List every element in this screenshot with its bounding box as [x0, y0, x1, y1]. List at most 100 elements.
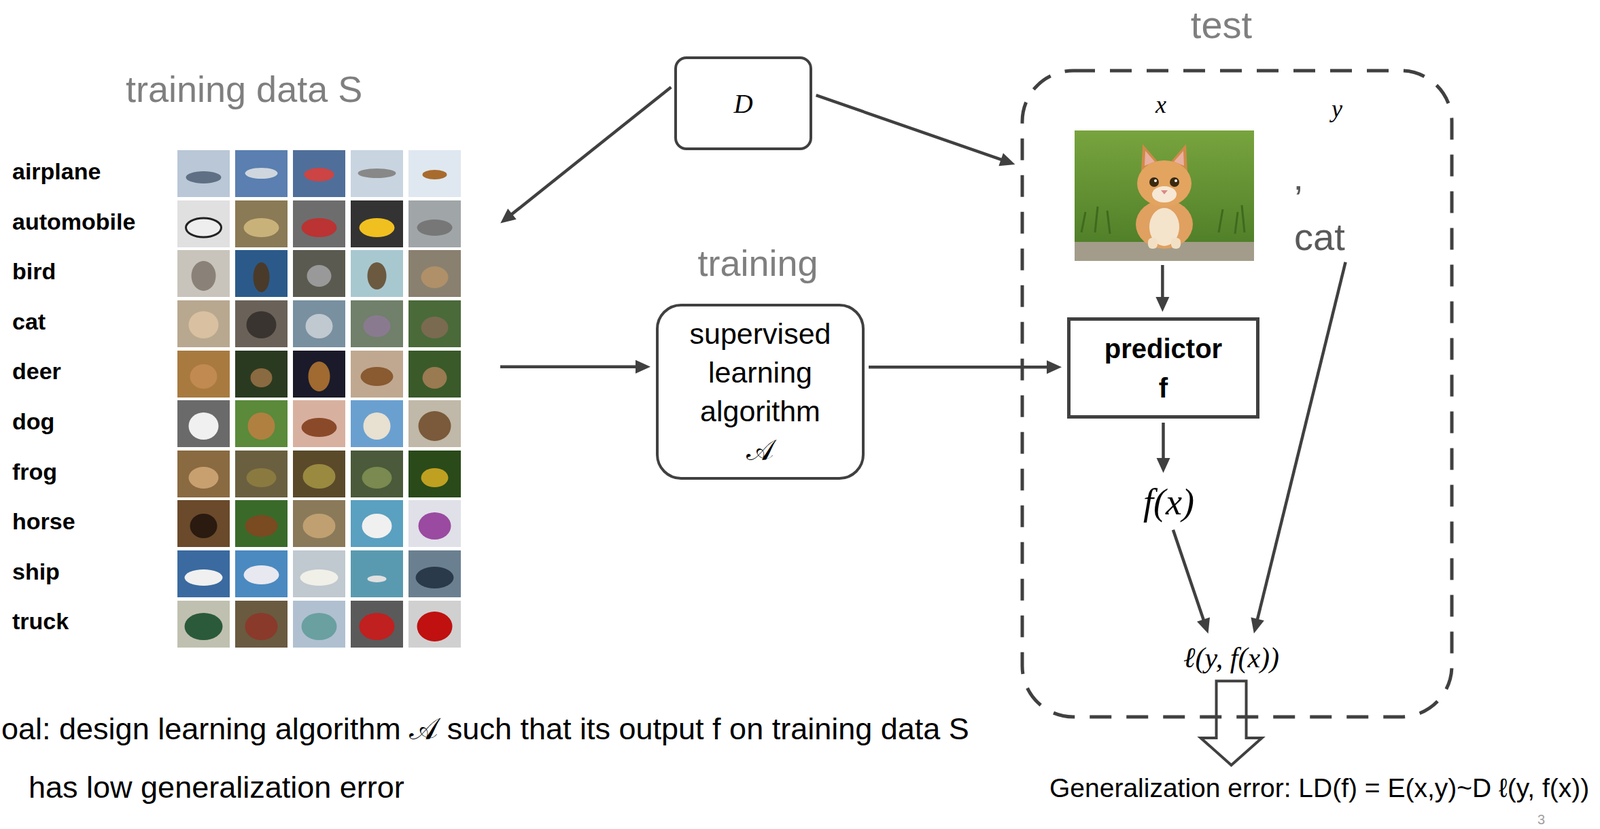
arrow — [816, 95, 1016, 166]
class-name: ship — [12, 558, 60, 586]
image-object — [307, 265, 332, 287]
image-cell — [350, 350, 404, 398]
image-object — [184, 569, 223, 586]
image-row — [177, 600, 461, 648]
image-object — [188, 311, 219, 339]
generalization-error: Generalization error: LD(f) = E(x,y)~D ℓ… — [1044, 770, 1595, 807]
image-object — [246, 311, 277, 339]
image-object — [360, 367, 394, 387]
image-cell — [350, 200, 404, 248]
image-object — [184, 613, 223, 641]
dashed-outline — [1020, 68, 1454, 720]
image-cell — [177, 150, 230, 198]
image-cell — [177, 350, 230, 398]
hollow-arrow-shape — [1201, 681, 1263, 766]
arrowhead — [1155, 297, 1170, 312]
kitten-photo — [1074, 130, 1255, 262]
dataset-title: training data S — [125, 67, 363, 111]
image-object — [417, 611, 453, 642]
section-title: training — [697, 241, 818, 285]
image-row — [177, 150, 461, 198]
eye-highlight — [1174, 179, 1178, 183]
arrowhead — [1196, 617, 1210, 634]
image-cell — [235, 550, 288, 598]
arrow — [1156, 422, 1171, 474]
kitten-head — [1137, 160, 1192, 207]
class-label: ’ cat — [1294, 180, 1346, 257]
image-cell — [408, 450, 461, 498]
image-object — [418, 512, 452, 540]
arrow — [1155, 265, 1170, 312]
arrowhead — [1156, 458, 1171, 474]
image-object — [253, 262, 270, 293]
kitten-muzzle — [1152, 186, 1177, 203]
image-object — [186, 218, 222, 238]
class-name: airplane — [12, 157, 101, 185]
goal-statement: oal: design learning algorithm 𝒜 such th… — [0, 700, 981, 817]
eye-highlight — [1154, 179, 1157, 183]
class-name: cat — [12, 307, 46, 336]
image-cell — [350, 300, 404, 348]
arrow — [500, 87, 671, 223]
image-cell — [177, 400, 230, 448]
class-name: bird — [12, 257, 56, 285]
image-object — [245, 167, 278, 179]
image-object — [305, 314, 334, 339]
class-name: truck — [12, 607, 69, 635]
image-object — [188, 466, 219, 489]
image-object — [188, 412, 219, 440]
image-object — [418, 411, 452, 442]
image-object — [248, 412, 276, 440]
arrowhead — [635, 360, 651, 374]
image-cell — [235, 200, 288, 248]
image-row — [177, 300, 461, 348]
image-cell — [408, 250, 461, 298]
kitten-nose — [1160, 190, 1168, 195]
label-y: y ’ cat — [1284, 91, 1373, 259]
page-number: 3 — [1537, 812, 1545, 827]
variable: x — [1155, 91, 1167, 119]
image-object — [308, 361, 331, 392]
image-object — [300, 569, 339, 586]
image-object — [422, 367, 448, 389]
image-cell — [177, 200, 230, 248]
kitten-paw — [1148, 237, 1158, 249]
training-data: training data Sairplaneautomobilebirdcat… — [8, 61, 497, 653]
image-object — [190, 513, 218, 539]
arrow-line — [500, 365, 637, 370]
image-cell — [235, 350, 288, 398]
image-cell — [292, 350, 346, 398]
image-cell — [292, 250, 346, 298]
class-name: dog — [12, 407, 55, 436]
image-object — [244, 218, 280, 238]
arrow — [868, 360, 1062, 374]
arrow — [500, 360, 651, 374]
arrowhead — [1046, 360, 1062, 374]
image-object — [301, 613, 338, 641]
image-object — [417, 219, 453, 236]
image-cell — [350, 450, 404, 498]
image-object — [303, 464, 336, 489]
arrowhead — [500, 208, 516, 224]
variable: y — [1331, 95, 1343, 124]
box-label: supervised learning algorithm 𝒜 — [689, 314, 832, 470]
kitten-paw — [1171, 237, 1181, 249]
arrow-line — [511, 87, 671, 215]
image-cell — [292, 400, 346, 448]
predictor-box: predictor f — [1067, 317, 1260, 419]
image-row — [177, 350, 461, 398]
image-cell — [408, 200, 461, 248]
arrow — [1250, 262, 1346, 634]
image-object — [367, 262, 387, 290]
image-cell — [292, 500, 346, 548]
image-cell — [292, 200, 346, 248]
image-cell — [177, 450, 230, 498]
image-cell — [235, 450, 288, 498]
image-cell — [350, 400, 404, 448]
test-image: x — [1074, 130, 1255, 262]
image-object — [362, 466, 393, 489]
prediction: f(x) — [1137, 478, 1200, 527]
class-name: deer — [12, 357, 62, 385]
image-object — [304, 167, 335, 182]
image-object — [186, 171, 222, 184]
